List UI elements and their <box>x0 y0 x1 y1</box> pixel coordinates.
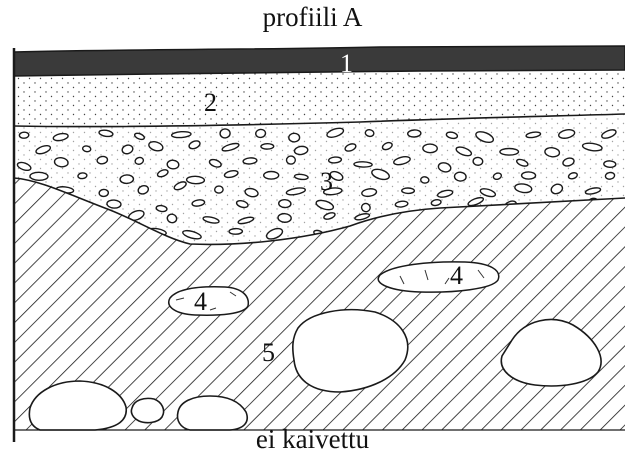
pebble <box>354 162 372 168</box>
pebble <box>78 173 88 180</box>
pebble <box>186 176 204 184</box>
pebble <box>120 175 134 184</box>
pebble <box>604 161 616 168</box>
pebble <box>402 188 415 194</box>
pebble <box>423 144 438 153</box>
pebble <box>171 131 191 138</box>
pebble <box>279 199 292 207</box>
pebble <box>82 145 91 152</box>
footer-label: ei kaivettu <box>0 424 625 455</box>
pebble <box>30 172 48 180</box>
pebble <box>408 130 422 138</box>
layer-1-label: 1 <box>340 49 353 78</box>
boulder-small-1 <box>131 398 163 422</box>
pebble <box>19 132 29 138</box>
pebble <box>255 129 266 138</box>
pebble <box>522 172 536 179</box>
layer-3-label: 3 <box>320 167 333 196</box>
pebble <box>473 157 483 165</box>
pebble <box>264 172 279 180</box>
layer-2-label: 2 <box>204 88 217 117</box>
pebble <box>420 176 429 183</box>
pebble <box>167 160 179 170</box>
pebble <box>328 157 341 164</box>
pebble <box>278 213 292 222</box>
pebble <box>99 189 109 197</box>
pebble <box>220 129 230 139</box>
pebble <box>289 133 300 142</box>
layer-5-label: 5 <box>262 338 275 367</box>
layer-4-label-left: 4 <box>194 287 207 316</box>
layer-4-label-right: 4 <box>450 261 463 290</box>
pebble <box>500 149 519 156</box>
pebble <box>454 172 466 182</box>
pebble <box>261 144 274 150</box>
pebble <box>215 186 224 193</box>
pebble <box>107 200 122 209</box>
pebble <box>286 156 295 164</box>
pebble <box>365 129 375 137</box>
pebble <box>229 228 242 234</box>
layer-4-lens-left <box>169 287 249 315</box>
